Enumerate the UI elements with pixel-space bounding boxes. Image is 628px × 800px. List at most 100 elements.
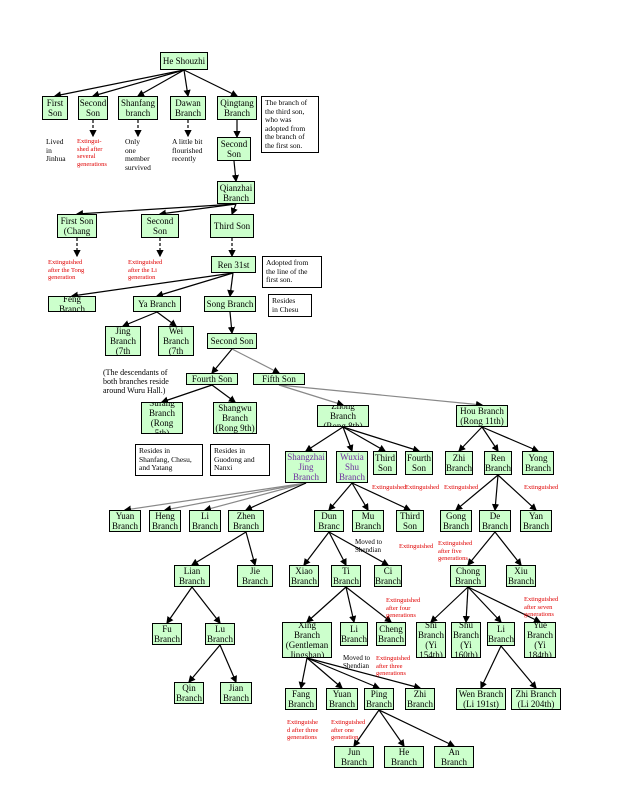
note-ext-yue: Extinguished after seven generations (524, 596, 559, 618)
node-ci: Ci Branch (374, 565, 402, 587)
node-qianzhai-second-son: Second Son (141, 214, 179, 238)
node-zhen: Zhen Branch (228, 510, 264, 532)
node-song-second-son: Second Son (207, 333, 257, 349)
connector-line (378, 709, 456, 747)
connector-line (328, 531, 347, 567)
connector-line (494, 531, 522, 566)
connector-line (278, 384, 345, 407)
connector-line (244, 482, 307, 511)
connector-line (458, 426, 483, 452)
connector-line (155, 272, 234, 298)
node-li-1: Li Branch (189, 510, 221, 532)
connector-line (231, 348, 281, 374)
node-hou-zhi: Zhi Branch (445, 451, 473, 475)
connector-line (306, 657, 381, 690)
connector-line (351, 482, 369, 512)
connector-line (219, 644, 237, 684)
connector-line (306, 657, 422, 690)
connector-line (328, 482, 353, 511)
node-shanfang: Shanfang branch (118, 96, 158, 120)
note-ext-h-zhi: Extinguished (444, 484, 479, 491)
node-yuan-2: Yuan Branch (326, 688, 358, 710)
node-jie: Jie Branch (237, 565, 273, 587)
connector-line (190, 531, 247, 566)
connector-line (378, 709, 405, 747)
note-ext-h-yong: Extinguished (524, 484, 559, 491)
connector-line (481, 426, 540, 452)
connector-line (353, 709, 380, 747)
node-li-3: Li Branch (487, 622, 515, 646)
node-ren-31: Ren 31st (211, 256, 256, 273)
node-ping: Ping Branch (364, 688, 394, 710)
connector-line (227, 311, 236, 335)
connector-line (163, 482, 307, 513)
note-moved-shendian-1: Moved to Shendian (355, 538, 383, 554)
connector-line (203, 482, 307, 512)
connector-line (351, 482, 412, 511)
connector-line (91, 69, 185, 98)
connector-line (467, 586, 542, 623)
note-ext-fang: Extinguishe d after three generations (287, 719, 319, 741)
connector-line (278, 384, 484, 408)
connector-line (480, 645, 502, 690)
node-heng: Heng Branch (149, 510, 181, 532)
node-cheng: Cheng Branch (376, 622, 406, 646)
connector-line (211, 348, 233, 374)
connector-line (188, 644, 221, 683)
connector-line (306, 657, 343, 689)
connector-line (306, 586, 347, 623)
note-extinguished-several: Extingui- shed after several generations (77, 138, 107, 168)
node-xiao: Xiao Branch (289, 565, 319, 587)
node-second-son: Second Son (78, 96, 108, 120)
node-fang: Fang Branch (285, 688, 317, 710)
connector-line (342, 426, 354, 453)
connector-line (430, 586, 469, 623)
node-shi: Shi Branch (Yi 154th) (416, 622, 446, 658)
connector-line (462, 586, 470, 624)
connector-line (227, 272, 235, 298)
node-qingtang-second-son: Second Son (217, 137, 251, 161)
node-fifth-son: Fifth Son (253, 373, 305, 385)
node-chang-first-son: First Son (Chang (57, 214, 97, 238)
node-he: He Branch (384, 746, 424, 768)
note-qingtang: The branch of the third son, who was ado… (261, 96, 319, 153)
node-lian: Lian Branch (174, 565, 210, 587)
connector-line (345, 586, 357, 624)
node-mu: Mu Branch (352, 510, 384, 532)
node-jun: Jun Branch (334, 746, 374, 768)
node-jian: Jian Branch (220, 682, 252, 704)
node-zhi-2: Zhi Branch (405, 688, 435, 710)
connector-line (136, 69, 185, 97)
connector-line (481, 426, 499, 452)
node-zhong-fourth-son: Fourth Son (405, 451, 433, 475)
node-dun: Dun Branc (314, 510, 344, 532)
connector-line (342, 426, 387, 452)
connector-line (497, 474, 537, 511)
node-ti: Ti Branch (331, 565, 361, 587)
node-zhi-b: Zhi Branch (Li 204th) (511, 688, 561, 710)
note-ext-cheng: Extinguished after three generations (376, 655, 411, 677)
node-yue: Yue Branch (Yi 184th) (524, 622, 556, 658)
connector-line (298, 657, 308, 690)
connector-line (500, 645, 537, 689)
note-ext-z-fourth: Extinguished (405, 484, 440, 491)
node-yuan-1: Yuan Branch (109, 510, 141, 532)
node-hou-yong: Yong Branch (522, 451, 554, 475)
connector-line (342, 426, 421, 453)
connector-line (231, 160, 239, 183)
note-only-one: Only one member survived (125, 137, 151, 172)
node-dawan: Dawan Branch (170, 96, 206, 120)
node-song: Song Branch (204, 296, 256, 312)
connector-line (123, 482, 307, 513)
note-ext-w-third: Extinguished (399, 543, 434, 550)
connector-line (467, 586, 502, 623)
connector-line (160, 384, 213, 404)
node-de: De Branch (479, 510, 511, 532)
node-wuxia: Wuxia Shu Branch (336, 451, 368, 483)
connector-line (53, 69, 185, 99)
note-resides-guodong: Resides in Guodong and Nanxi (210, 444, 270, 476)
connector-line (345, 586, 392, 623)
note-ext-z-third: Extinguished (372, 484, 407, 491)
node-zhong-third-son: Third Son (373, 451, 397, 475)
